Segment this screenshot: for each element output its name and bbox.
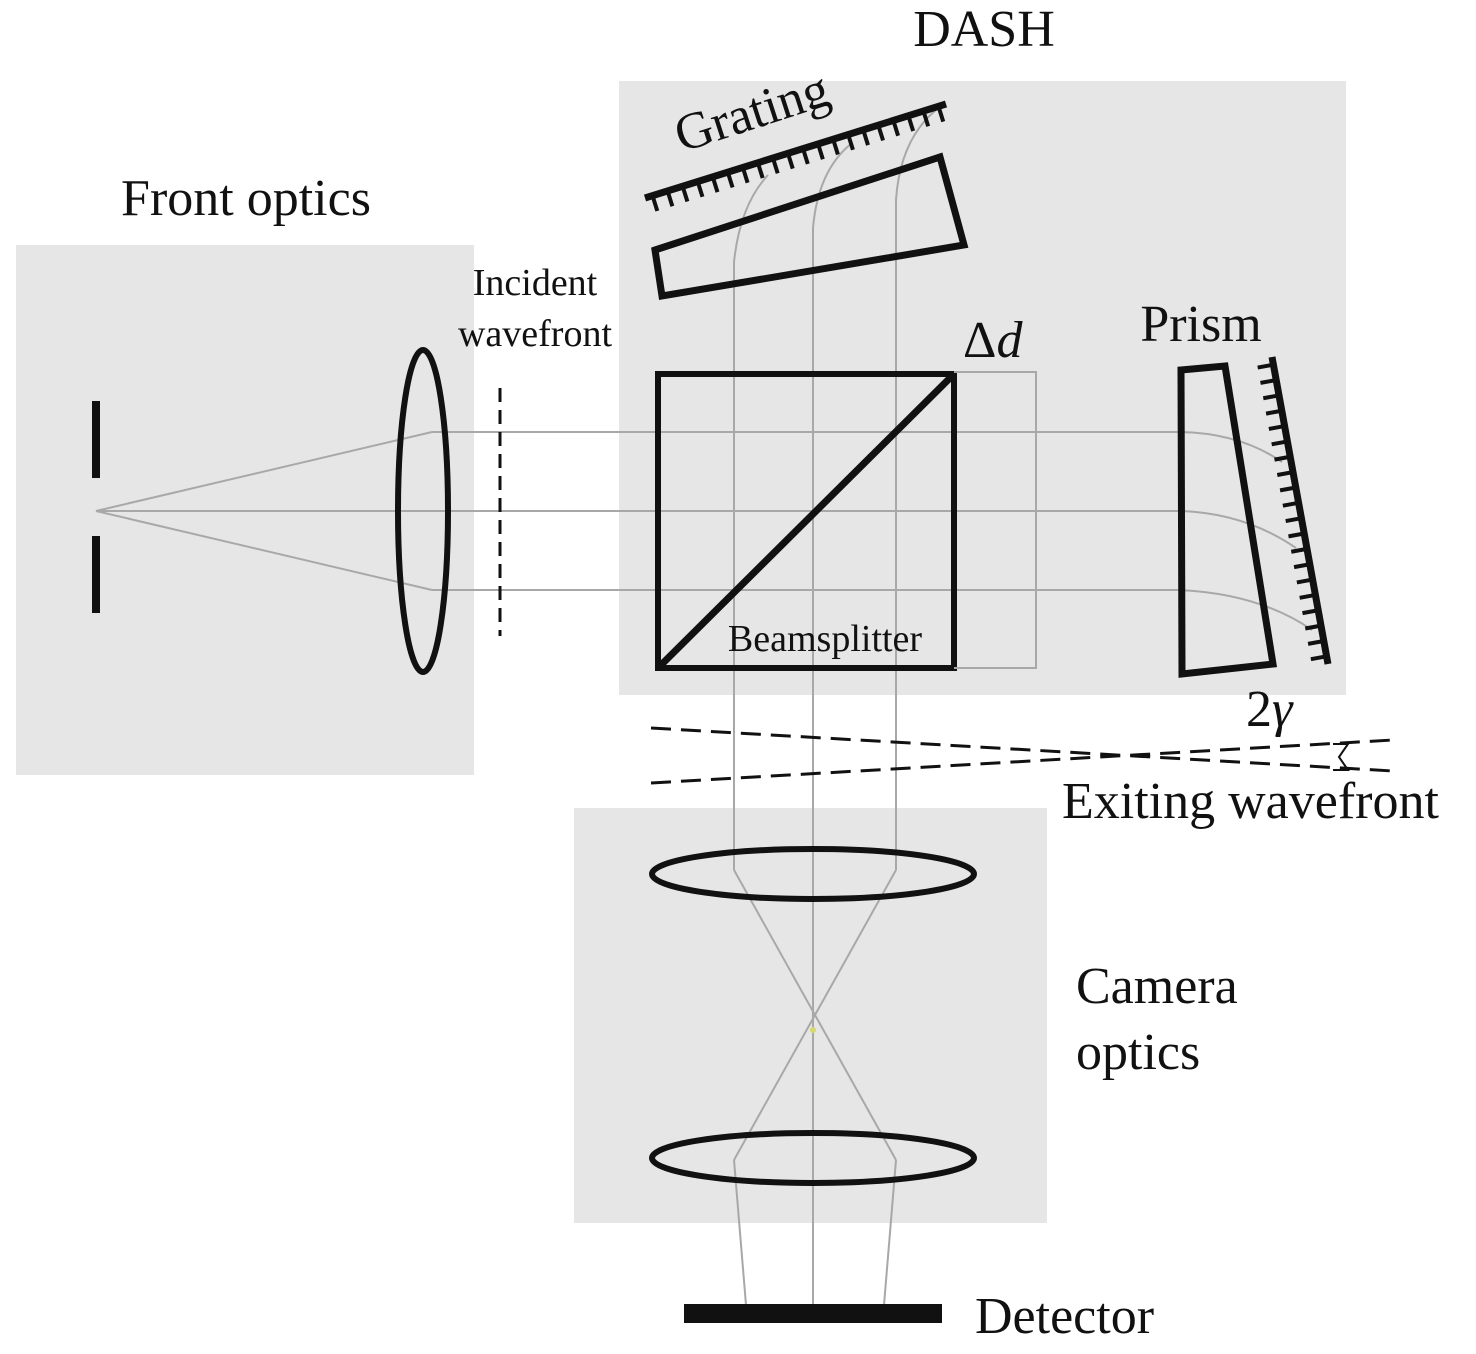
grating-tooth xyxy=(1260,378,1277,385)
ray-detector-right xyxy=(883,1159,897,1306)
ray-cone-upper xyxy=(95,431,433,512)
dash-panel xyxy=(619,81,1346,695)
grating-tooth xyxy=(1299,592,1316,600)
grating-tooth xyxy=(1268,424,1285,431)
ray-cone-lower xyxy=(95,510,433,591)
beamsplitter-cube xyxy=(655,371,957,671)
grating-tooth xyxy=(1265,408,1283,416)
grating-tooth xyxy=(816,143,825,160)
grating-tooth xyxy=(936,105,946,123)
exiting-wavefront-line-2 xyxy=(650,738,1394,785)
front-lens xyxy=(395,347,451,675)
front-optics-label: Front optics xyxy=(121,170,371,227)
tilt-angle-bracket xyxy=(1333,743,1350,771)
right-wedge-prism xyxy=(1177,362,1278,678)
grating-tooth xyxy=(755,162,765,179)
camera-focal-point xyxy=(810,1027,816,1033)
grating-tooth xyxy=(1296,577,1313,585)
upper-wedge-prism xyxy=(651,152,969,301)
camera-optics-label-line2: optics xyxy=(1076,1024,1200,1081)
right-grating xyxy=(1257,356,1332,665)
grating-tooth xyxy=(740,166,750,184)
grating-tooth xyxy=(1290,546,1308,554)
grating-tooth xyxy=(1304,623,1322,631)
grating-tooth xyxy=(771,157,780,174)
delta-d-variable: d xyxy=(996,312,1023,369)
ray-horizontal-middle xyxy=(432,510,1297,549)
grating-tooth xyxy=(1279,485,1297,493)
grating-tooth xyxy=(1257,362,1274,370)
prism-label: Prism xyxy=(1140,296,1261,353)
camera-optics-label-line1: Camera xyxy=(1076,958,1238,1015)
grating-tooth xyxy=(906,115,916,132)
grating-tooth xyxy=(831,138,840,156)
two-gamma-label: 2γ xyxy=(1246,681,1294,738)
grating-tooth xyxy=(680,185,690,203)
ray-horizontal-bottom xyxy=(432,589,1313,631)
grating-tooth xyxy=(1274,454,1291,462)
grating-tooth xyxy=(1285,516,1302,524)
camera-lens-upper xyxy=(649,846,977,902)
dash-title: DASH xyxy=(913,1,1055,58)
grating-tooth xyxy=(1307,639,1325,646)
grating-tooth xyxy=(725,171,735,189)
grating-tooth xyxy=(861,129,870,146)
grating-tooth xyxy=(650,195,660,212)
grating-tooth xyxy=(710,176,720,193)
detector-label: Detector xyxy=(975,1288,1154,1345)
ray-camera-cross-2 xyxy=(733,869,897,1161)
grating-tooth xyxy=(921,110,931,127)
grating-tooth xyxy=(1310,654,1327,662)
grating-tooth xyxy=(1293,562,1311,570)
grating-tooth xyxy=(1282,500,1299,508)
grating-tooth xyxy=(1288,531,1305,539)
two-gamma-variable: γ xyxy=(1272,681,1294,738)
grating-tooth xyxy=(1271,439,1288,447)
grating-tooth xyxy=(1302,608,1319,616)
detector-bar xyxy=(684,1304,942,1323)
two-gamma-number: 2 xyxy=(1246,681,1272,738)
exiting-wavefront xyxy=(650,726,1394,785)
exiting-wavefront-line-1 xyxy=(650,726,1394,773)
grating-tooth xyxy=(1262,393,1280,401)
ray-vertical-center xyxy=(812,142,853,870)
light-rays xyxy=(95,109,1313,1306)
ray-detector-left xyxy=(733,1159,747,1306)
grating-tooth xyxy=(876,124,885,142)
ray-vertical-right xyxy=(895,109,937,870)
grating-tooth xyxy=(891,119,901,137)
grating-tooth xyxy=(786,152,795,170)
grating-tooth xyxy=(1276,470,1294,477)
beamsplitter-label: Beamsplitter xyxy=(728,618,923,660)
grating-tooth xyxy=(665,190,675,207)
grating-tooth xyxy=(695,180,705,198)
delta-d-label: Δd xyxy=(963,312,1023,369)
upper-grating xyxy=(643,100,948,212)
exiting-wavefront-label: Exiting wavefront xyxy=(1062,773,1439,830)
incident-wavefront-label-line2: wavefront xyxy=(458,313,612,355)
ray-vertical-left xyxy=(733,174,769,870)
beamsplitter-diagonal xyxy=(655,371,957,671)
grating-tooth xyxy=(801,148,810,165)
grating-tooth xyxy=(846,133,855,151)
delta-d-offset-box xyxy=(954,371,1037,669)
incident-wavefront-label-line1: Incident xyxy=(473,262,598,304)
camera-lens-lower xyxy=(649,1130,977,1186)
delta-symbol: Δ xyxy=(963,312,996,369)
